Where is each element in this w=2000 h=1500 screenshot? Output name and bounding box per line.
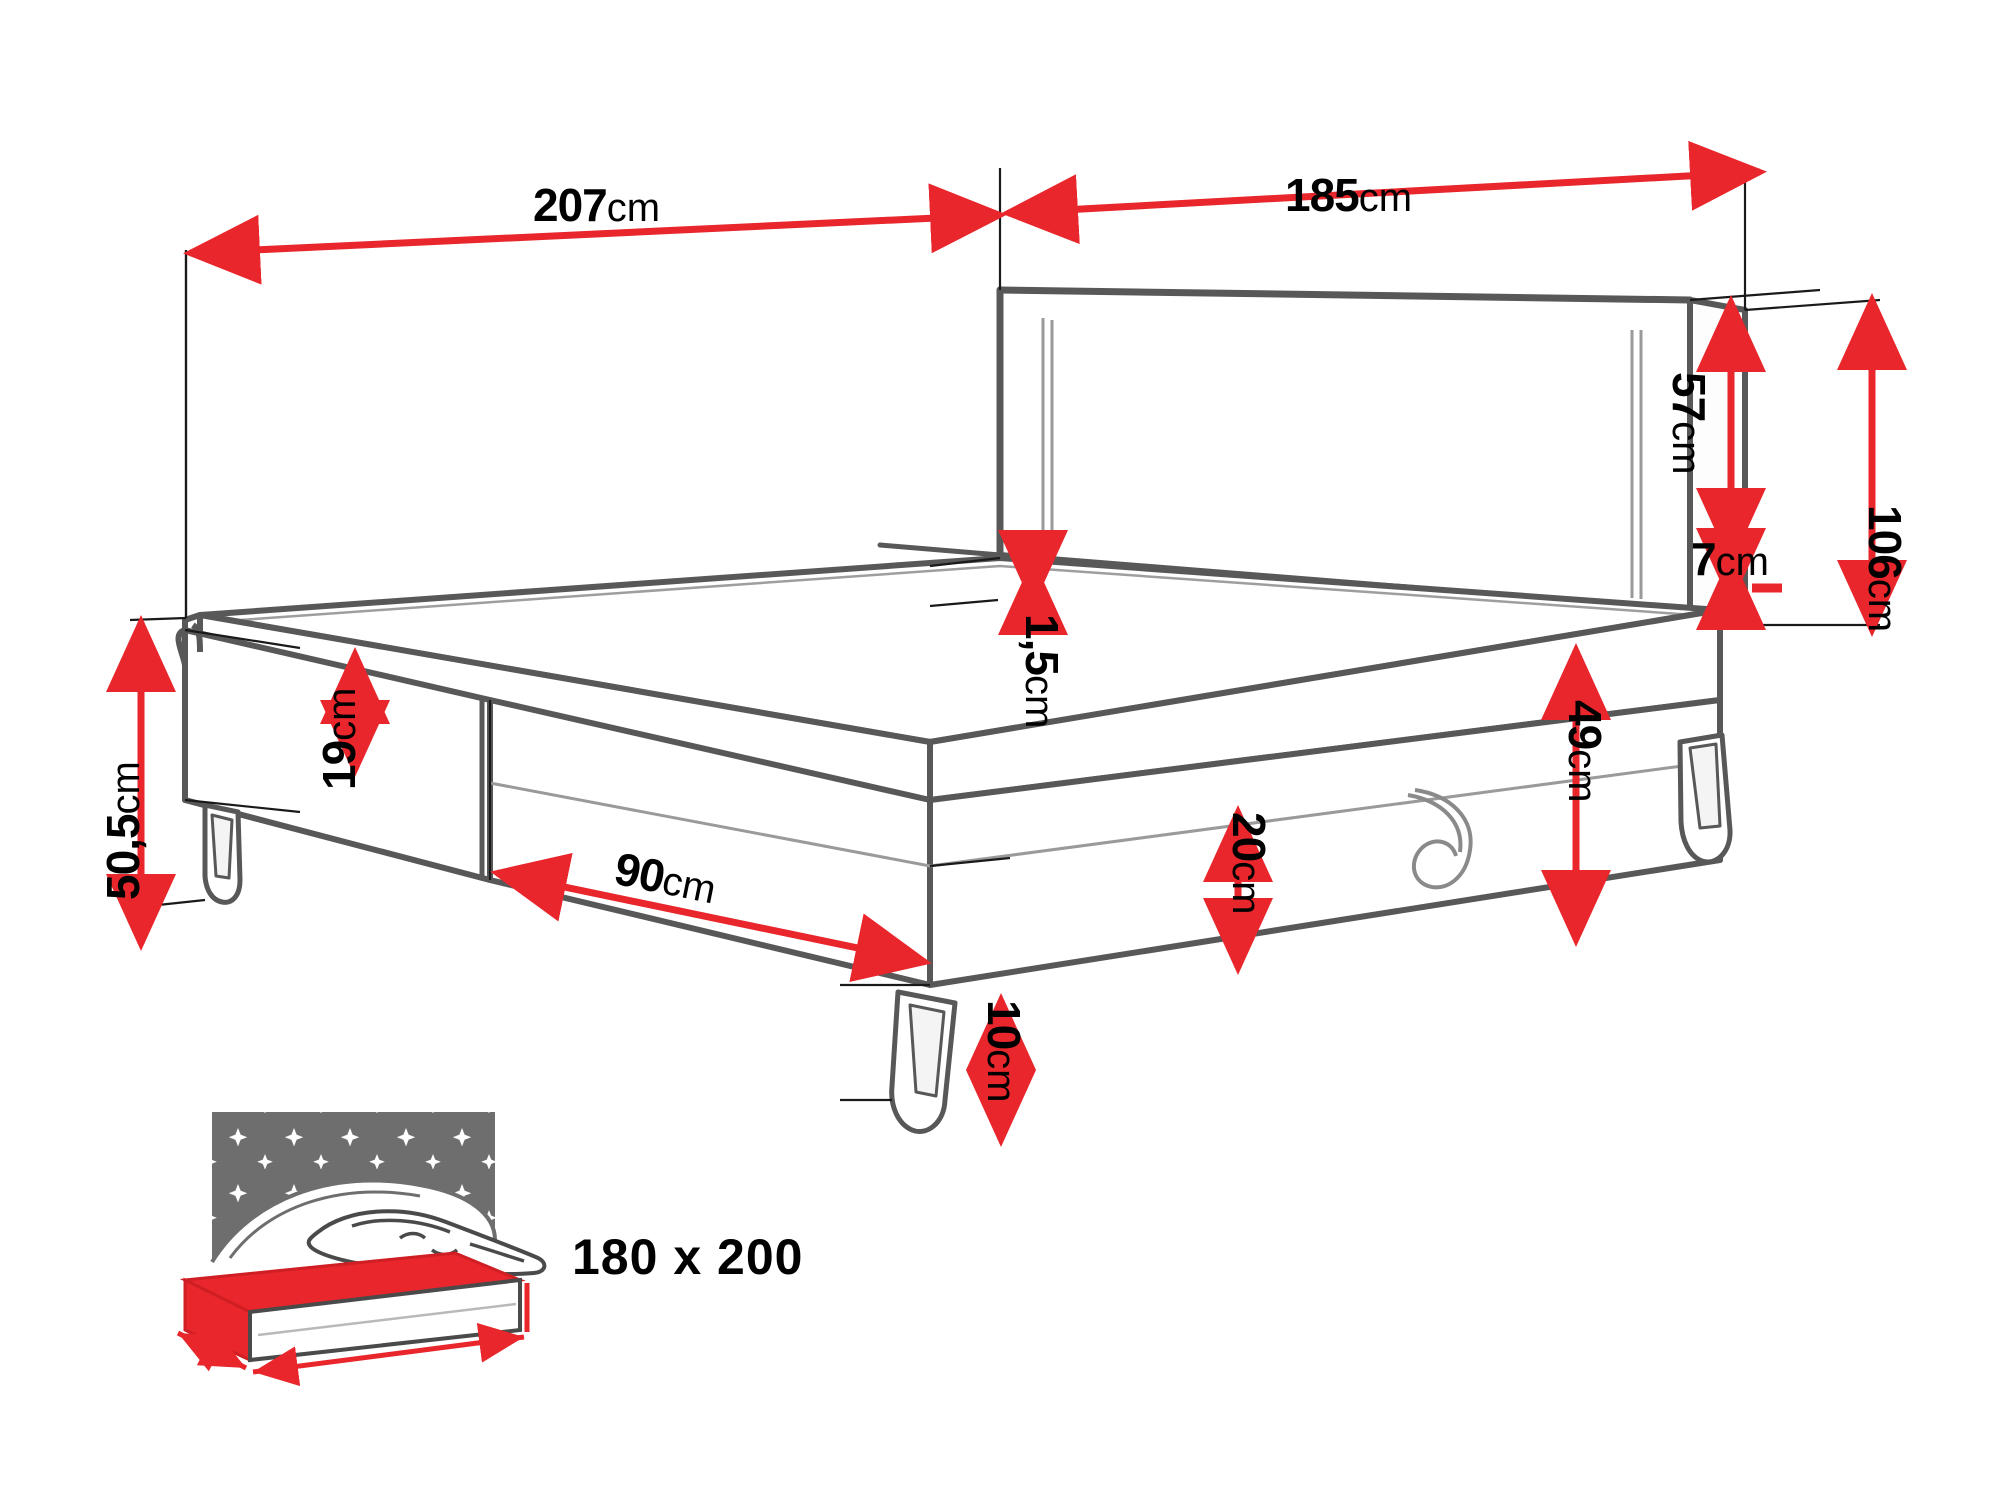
mattress-size-label: 180 x 200 [572, 1232, 803, 1282]
dimension-value-185: 185 [1285, 169, 1360, 221]
dimension-unit-207: cm [606, 186, 661, 230]
dimension-unit-7: cm [1715, 540, 1769, 584]
dimension-label-7: 7cm [1691, 536, 1769, 582]
dimension-value-207: 207 [533, 179, 608, 231]
dimension-label-185: 185cm [1285, 172, 1412, 218]
pillow [306, 1209, 547, 1277]
mattress-size-value: 180 x 200 [572, 1229, 804, 1285]
dimension-unit-185: cm [1358, 176, 1413, 220]
dimension-value-7: 7 [1691, 533, 1717, 585]
dimension-label-207: 207cm [533, 182, 660, 228]
